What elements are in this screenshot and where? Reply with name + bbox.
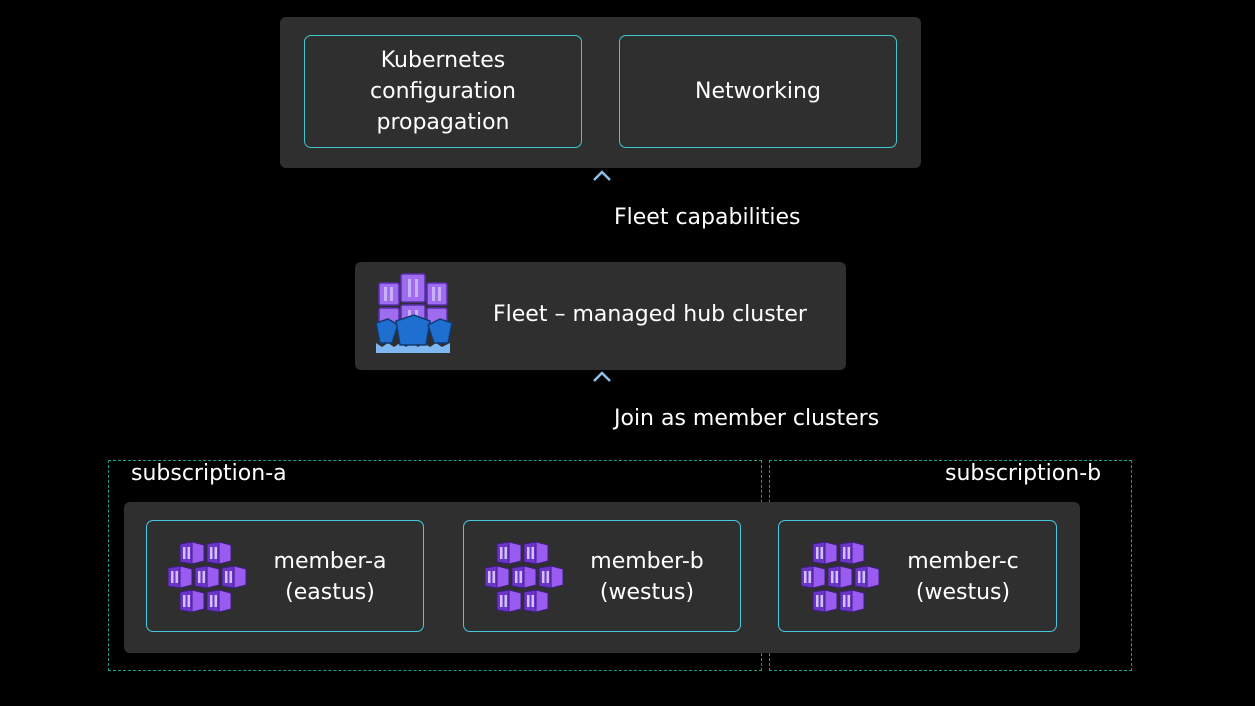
member-card-c: [778, 520, 1057, 632]
fleet-manager-icon: [375, 273, 453, 353]
capability-kubernetes-config: Kubernetes configuration propagation: [304, 35, 582, 148]
arrow-up-join-members: [593, 371, 611, 503]
capabilities-panel: [280, 17, 921, 168]
member-b-label: member-b (westus): [590, 549, 704, 605]
member-c-label: member-c (westus): [907, 549, 1019, 605]
join-members-label: Join as member clusters: [614, 406, 880, 431]
subscription-b-label: subscription-b: [945, 461, 1102, 486]
kubernetes-cluster-icon: [168, 541, 247, 612]
arrow-up-fleet-capabilities: [593, 170, 611, 264]
hub-cluster-label: Fleet – managed hub cluster: [493, 302, 807, 327]
capability-label: Kubernetes configuration propagation: [370, 48, 516, 135]
capability-networking: Networking: [619, 35, 897, 148]
subscription-a-label: subscription-a: [131, 461, 287, 486]
kubernetes-cluster-icon: [485, 541, 564, 612]
member-clusters-panel: [124, 502, 1080, 653]
fleet-capabilities-label: Fleet capabilities: [614, 205, 801, 230]
member-card-a: [146, 520, 424, 632]
member-a-label: member-a (eastus): [273, 549, 387, 605]
kubernetes-cluster-icon: [801, 541, 880, 612]
capability-label: Networking: [695, 79, 821, 104]
member-card-b: [463, 520, 741, 632]
